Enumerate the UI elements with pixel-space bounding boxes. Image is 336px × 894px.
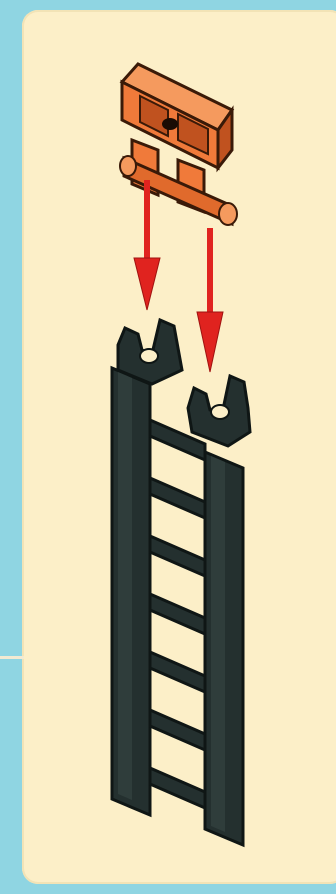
arrow-right — [197, 228, 223, 372]
ladder-rung — [150, 594, 205, 634]
orange-plate-part — [120, 64, 237, 225]
ladder-rung — [150, 768, 205, 808]
ladder-rung — [150, 652, 205, 692]
ladder-part — [112, 320, 250, 845]
arrow-left — [134, 180, 160, 310]
ladder-rung — [150, 710, 205, 750]
ladder-rung — [150, 478, 205, 518]
ladder-clip-left — [118, 320, 182, 384]
ladder-rungs — [150, 420, 205, 808]
ladder-clip-right — [188, 376, 250, 446]
ladder-rung — [150, 536, 205, 576]
